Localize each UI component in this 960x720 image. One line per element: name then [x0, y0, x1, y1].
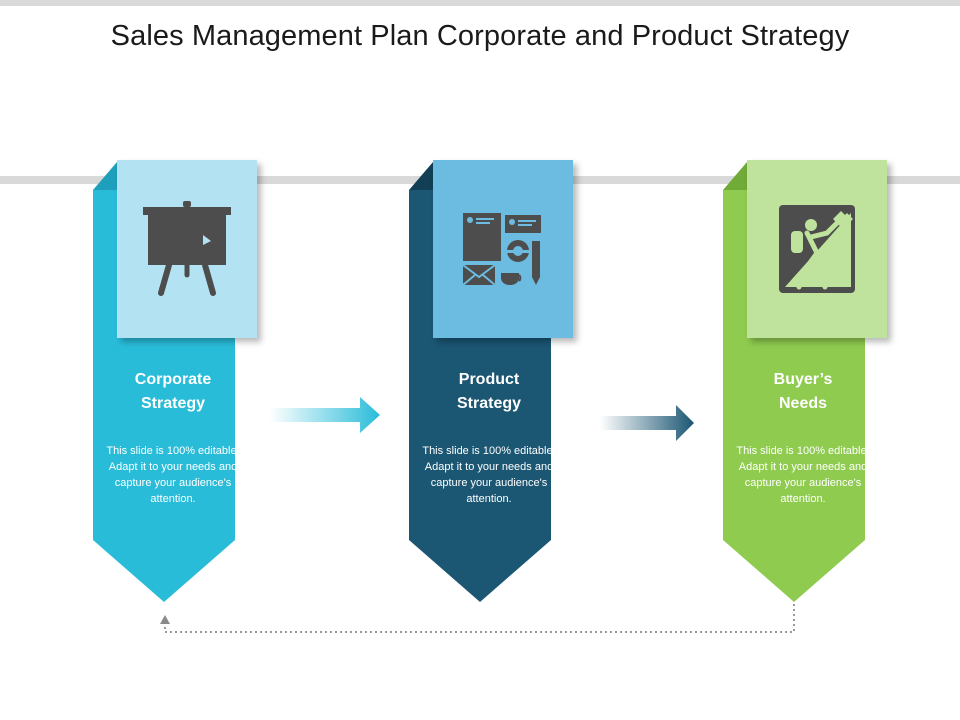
loop-arrowhead [160, 615, 170, 624]
strategy-board-icon [143, 201, 231, 296]
card-description: This slide is 100% editable. Adapt it to… [422, 445, 556, 505]
icon-tile [747, 160, 887, 338]
card-title: Product Strategy [456, 371, 522, 412]
card-title: Buyer’s Needs [773, 371, 833, 412]
icon-tile [117, 160, 257, 338]
card-title: Corporate Strategy [134, 371, 212, 412]
flow-arrow-1 [270, 397, 380, 433]
top-divider [0, 0, 960, 6]
slide-title: Sales Management Plan Corporate and Prod… [110, 20, 850, 52]
climber-icon [779, 205, 855, 293]
flow-arrow-2 [600, 405, 694, 441]
branding-stationery-icon [462, 213, 541, 286]
card-corporate-strategy: Corporate Strategy This slide is 100% ed… [93, 160, 263, 605]
card-buyers-needs: Buyer’s Needs This slide is 100% editabl… [723, 160, 893, 605]
icon-tile [433, 160, 573, 338]
card-product-strategy: Product Strategy This slide is 100% edit… [409, 160, 579, 605]
card-description: This slide is 100% editable. Adapt it to… [106, 445, 240, 505]
card-description: This slide is 100% editable. Adapt it to… [736, 445, 870, 505]
